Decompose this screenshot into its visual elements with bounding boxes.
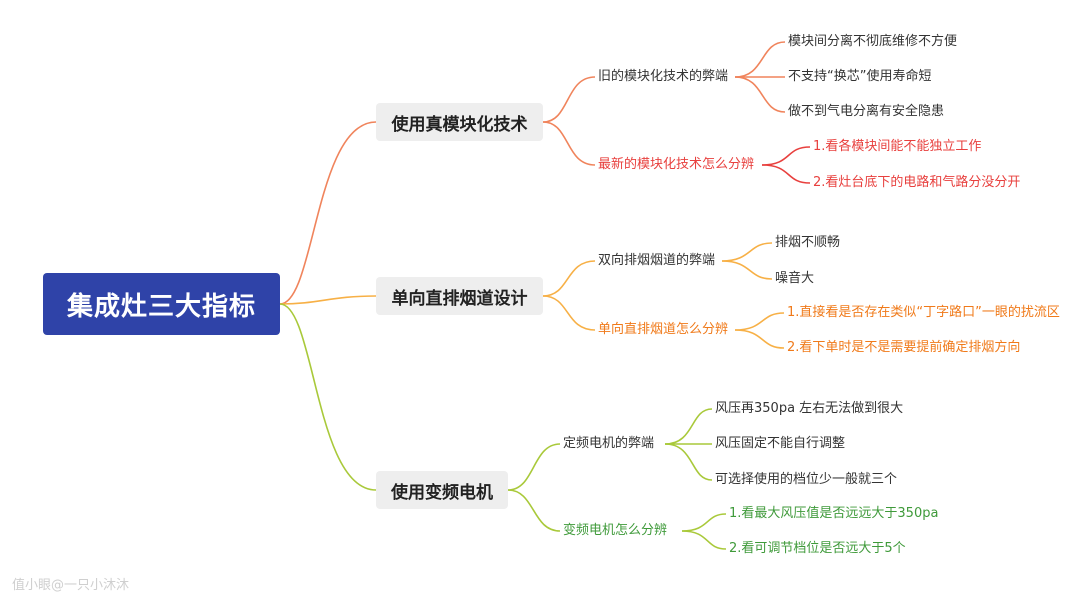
leaf-item[interactable]: 1.看各模块间能不能独立工作	[813, 139, 982, 154]
leaf-item[interactable]: 2.看可调节档位是否远大于5个	[729, 541, 906, 556]
wire-root-branch3	[279, 303, 377, 491]
group-label[interactable]: 变频电机怎么分辨	[563, 523, 668, 538]
leaf-item[interactable]: 可选择使用的档位少一般就三个	[715, 472, 898, 487]
root-node[interactable]: 集成灶三大指标	[43, 273, 280, 335]
wire-b2-g2	[542, 295, 596, 331]
leaf-item[interactable]: 排烟不顺畅	[775, 235, 841, 250]
leaf-item[interactable]: 风压再350pa 左右无法做到很大	[715, 401, 904, 416]
leaf-item[interactable]: 模块间分离不彻底维修不方便	[788, 34, 958, 49]
leaf-item[interactable]: 风压固定不能自行调整	[715, 436, 846, 451]
wire-b2-g1	[542, 260, 596, 297]
group-label[interactable]: 单向直排烟道怎么分辨	[598, 322, 729, 337]
wire-b3-g1	[507, 443, 561, 491]
group-label[interactable]: 双向排烟烟道的弊端	[598, 253, 716, 268]
leaf-item[interactable]: 2.看下单时是不是需要提前确定排烟方向	[787, 340, 1021, 355]
leaf-item[interactable]: 噪音大	[775, 271, 815, 286]
wire-b3-g2	[507, 489, 561, 532]
branch-node-modular[interactable]: 使用真模块化技术	[376, 103, 543, 141]
watermark: 值小眼@一只小沐沐	[12, 578, 130, 593]
wire-b1-g2	[542, 121, 596, 166]
leaf-item[interactable]: 2.看灶台底下的电路和气路分没分开	[813, 175, 1021, 190]
group-label[interactable]: 最新的模块化技术怎么分辨	[598, 157, 755, 172]
branch-node-flue[interactable]: 单向直排烟道设计	[376, 277, 543, 315]
wire-root-branch1	[279, 121, 377, 305]
leaf-item[interactable]: 不支持“换芯”使用寿命短	[788, 69, 932, 84]
leaf-item[interactable]: 做不到气电分离有安全隐患	[788, 104, 945, 119]
leaf-item[interactable]: 1.直接看是否存在类似“丁字路口”一眼的扰流区	[787, 305, 1060, 320]
leaf-item[interactable]: 1.看最大风压值是否远远大于350pa	[729, 506, 939, 521]
group-label[interactable]: 定频电机的弊端	[563, 436, 655, 451]
wire-b1-g1	[542, 76, 596, 123]
group-label[interactable]: 旧的模块化技术的弊端	[598, 69, 729, 84]
branch-node-motor[interactable]: 使用变频电机	[376, 471, 508, 509]
wire-root-branch2	[279, 295, 377, 305]
